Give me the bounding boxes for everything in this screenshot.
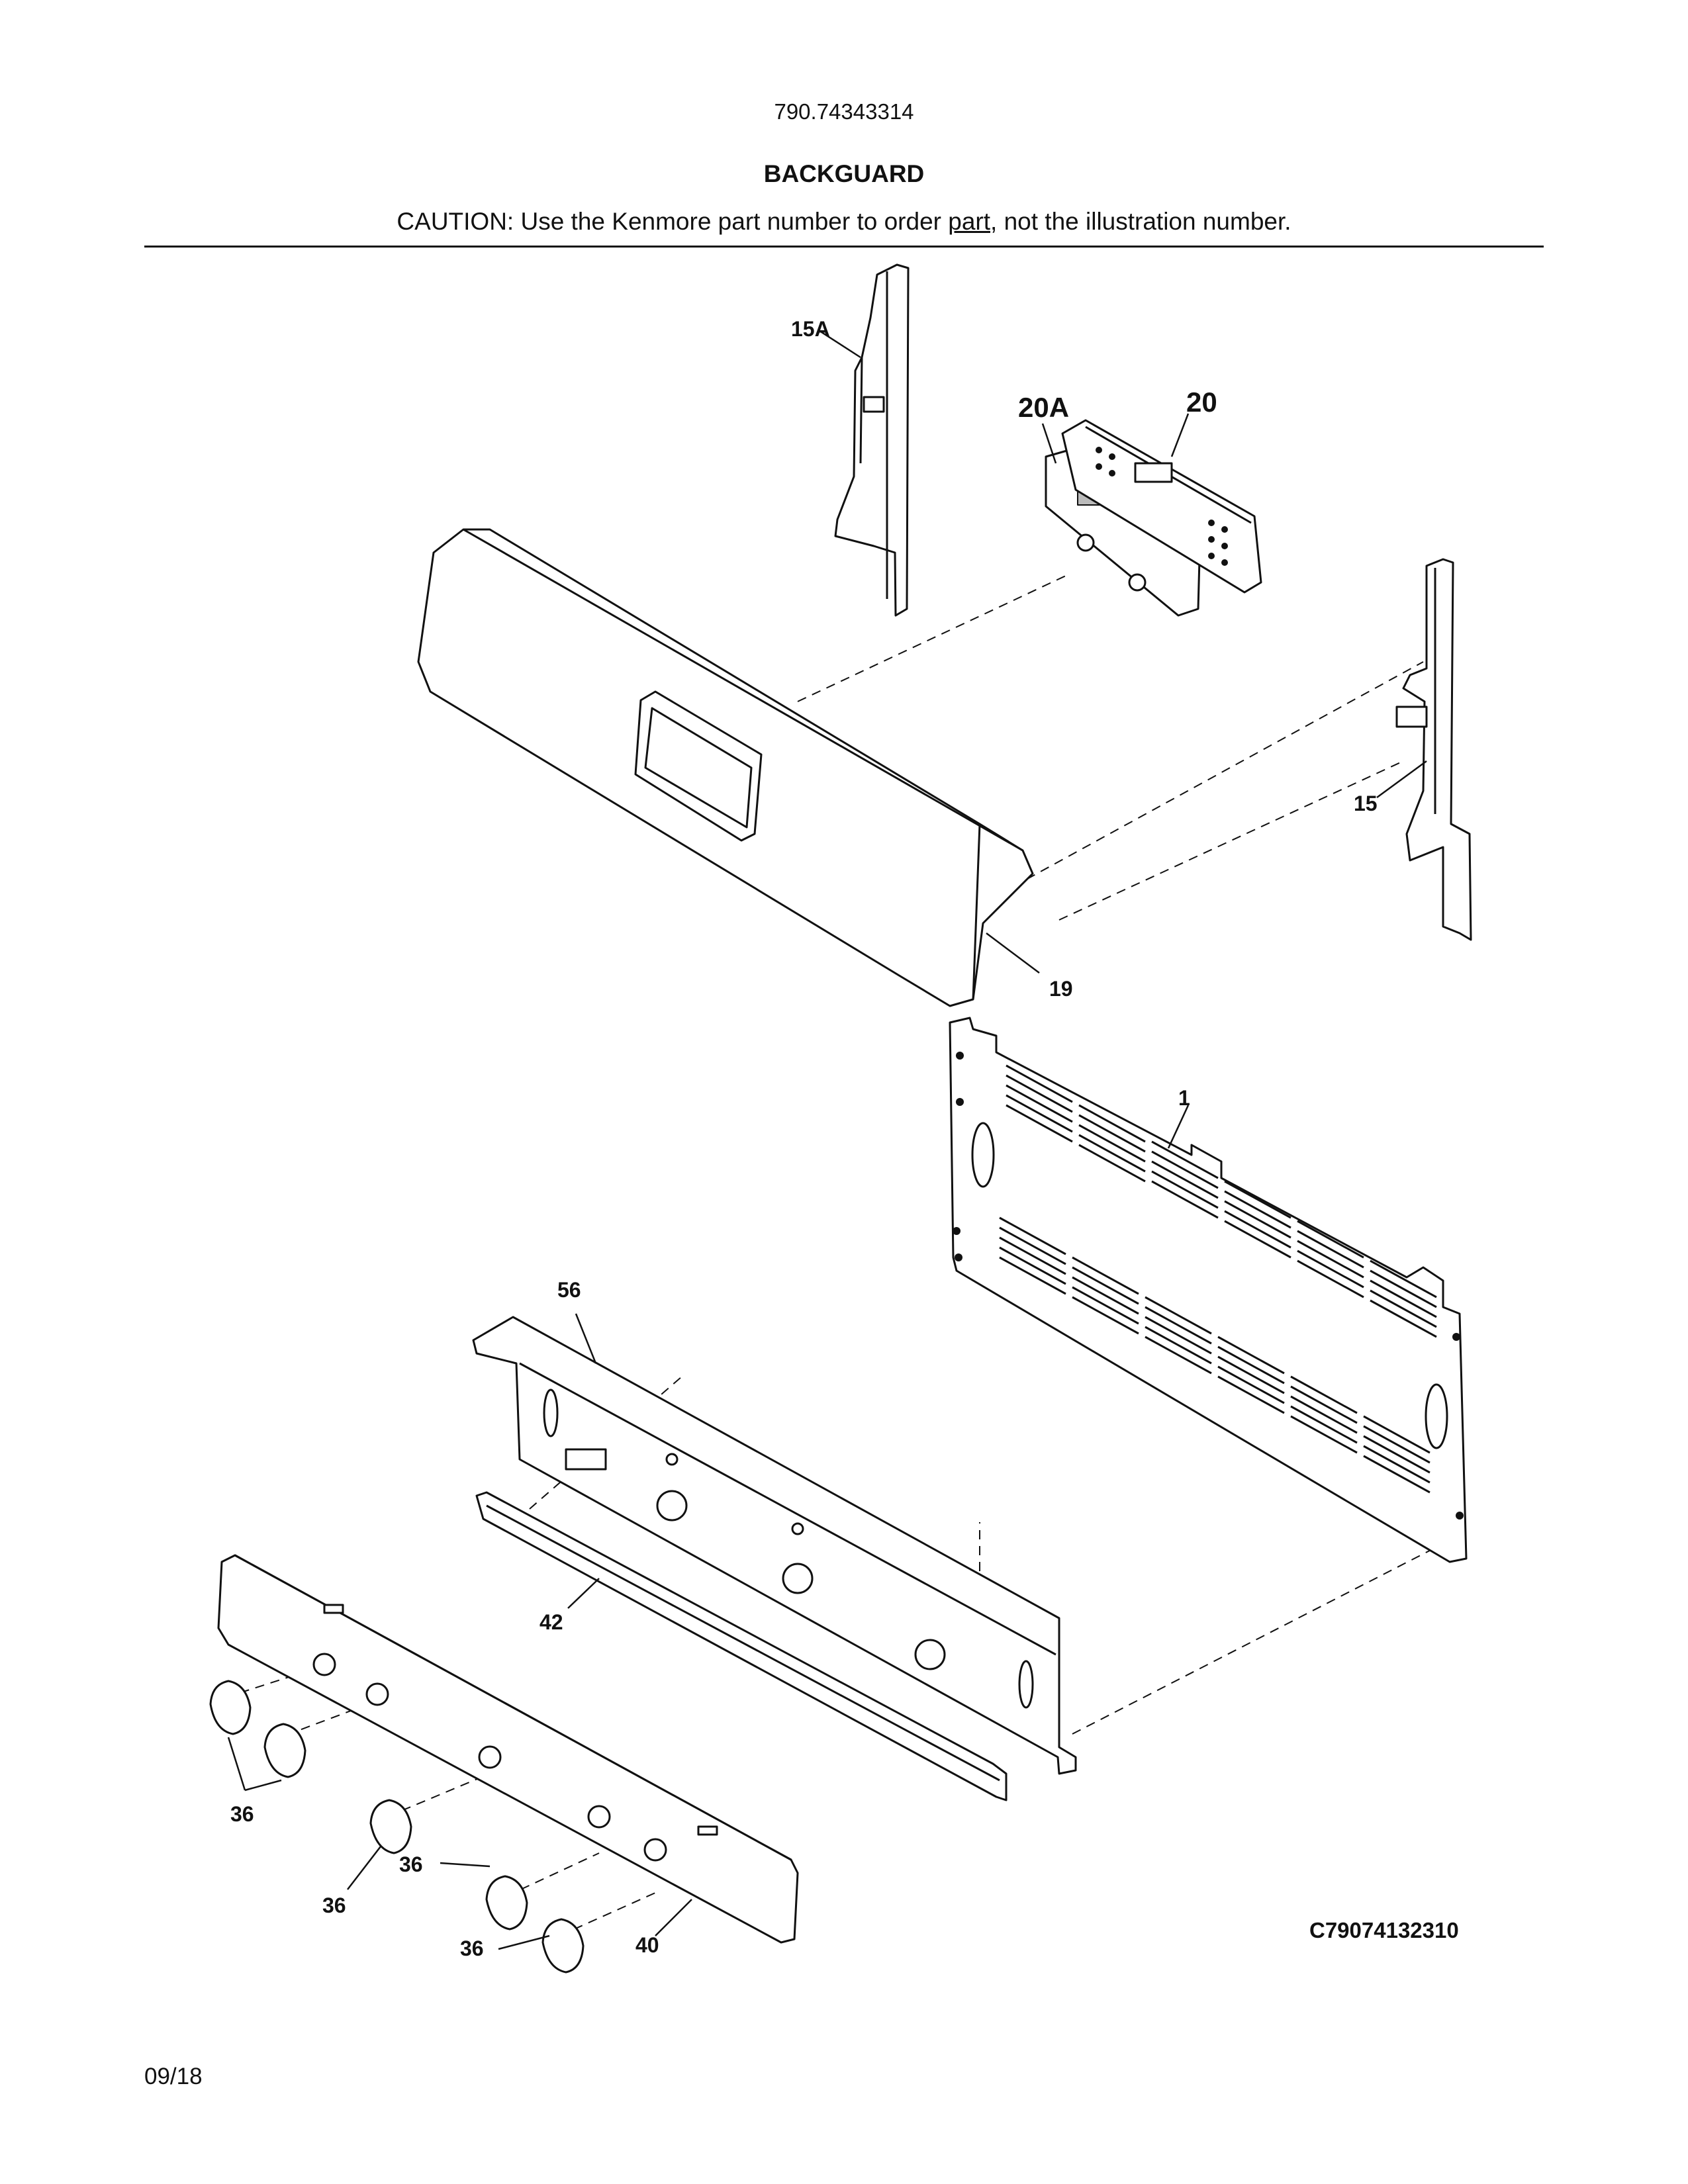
callout-56: 56 (557, 1278, 581, 1302)
knob-1 (209, 1680, 252, 1735)
knob-2 (263, 1723, 306, 1778)
control-panel-40 (217, 1554, 799, 1944)
knob-group-36 (209, 1680, 585, 1974)
callout-36-d: 36 (460, 1936, 484, 1960)
electronic-control-20 (1061, 419, 1262, 594)
knob-5 (541, 1918, 585, 1974)
model-number: 790.74343314 (774, 99, 914, 124)
right-end-bracket-15 (1395, 558, 1472, 941)
callout-15A: 15A (791, 317, 830, 341)
callout-36-a: 36 (230, 1802, 254, 1826)
caution-text-end: , not the illustration number. (990, 208, 1291, 235)
knob-3 (369, 1799, 412, 1854)
callout-20A: 20A (1018, 392, 1069, 423)
callout-19: 19 (1049, 977, 1073, 1001)
callout-36-c: 36 (399, 1852, 423, 1876)
revision-date: 09/18 (144, 2064, 203, 2089)
callout-42: 42 (539, 1610, 563, 1634)
section-title: BACKGUARD (763, 160, 925, 187)
rear-panel-1 (949, 1017, 1468, 1563)
manifold-panel-56 (472, 1316, 1077, 1775)
caution-part-link[interactable]: part (948, 208, 991, 235)
callout-36-b: 36 (322, 1893, 346, 1917)
diagram-code: C79074132310 (1309, 1918, 1459, 1942)
callout-leader-lines (227, 330, 1427, 1950)
trim-strip-42 (475, 1491, 1008, 1801)
header-divider (144, 246, 1544, 248)
callout-40: 40 (635, 1933, 659, 1957)
caution-text-start: CAUTION: Use the Kenmore part number to … (397, 208, 949, 235)
callout-20: 20 (1186, 387, 1217, 418)
callout-1: 1 (1178, 1086, 1190, 1110)
knob-4 (485, 1875, 528, 1931)
left-end-bracket-15A (834, 263, 910, 617)
callout-15: 15 (1354, 792, 1378, 815)
caution-text: CAUTION: Use the Kenmore part number to … (0, 208, 1688, 236)
backguard-console-19 (417, 528, 1034, 1007)
